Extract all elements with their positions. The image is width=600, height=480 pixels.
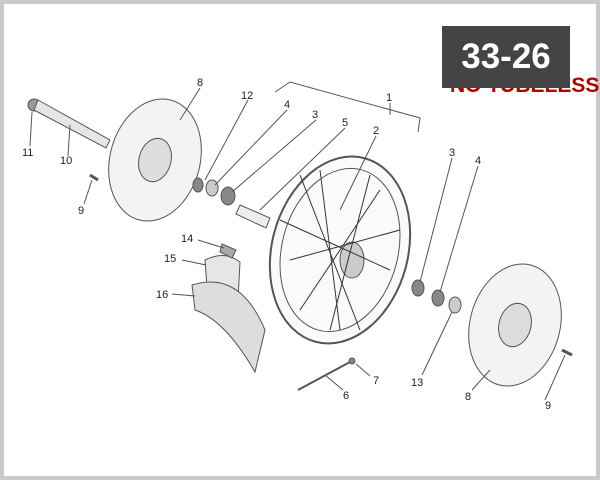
callout-6: 6 bbox=[343, 390, 349, 402]
fender bbox=[191, 243, 266, 374]
callout-labels: 1 2 3 4 5 6 7 8 9 10 11 12 13 14 15 16 3… bbox=[22, 77, 551, 412]
diagram-code-badge: 33-26 bbox=[442, 26, 570, 88]
callout-9: 9 bbox=[78, 205, 84, 217]
callout-11: 11 bbox=[22, 147, 33, 159]
callout-4-right: 4 bbox=[475, 155, 481, 167]
callout-9-right: 9 bbox=[545, 400, 551, 412]
axle bbox=[27, 98, 111, 149]
callout-8-right: 8 bbox=[465, 391, 471, 403]
spoked-wheel bbox=[268, 155, 412, 345]
brake-disc-left bbox=[108, 98, 202, 222]
callout-2: 2 bbox=[373, 125, 379, 137]
callout-3: 3 bbox=[312, 109, 318, 121]
callout-14: 14 bbox=[181, 233, 193, 245]
callout-12: 12 bbox=[241, 90, 253, 102]
callout-4: 4 bbox=[284, 99, 290, 111]
callout-13: 13 bbox=[411, 377, 423, 389]
callout-10: 10 bbox=[60, 155, 72, 167]
callout-8: 8 bbox=[197, 77, 203, 89]
callout-5: 5 bbox=[342, 117, 348, 129]
assembly-bracket bbox=[274, 81, 421, 133]
callout-15: 15 bbox=[164, 253, 176, 265]
callout-1: 1 bbox=[386, 92, 392, 104]
callout-7: 7 bbox=[373, 375, 379, 387]
callout-16: 16 bbox=[156, 289, 168, 301]
callout-3-right: 3 bbox=[449, 147, 455, 159]
brake-disc-right bbox=[468, 263, 562, 387]
